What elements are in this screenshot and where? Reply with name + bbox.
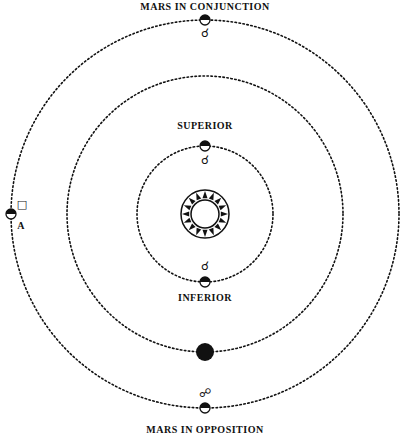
aspect-symbol: ☌ xyxy=(201,260,209,272)
aspect-symbol: ☍ xyxy=(199,387,211,399)
aspect-symbol: ☌ xyxy=(201,154,209,166)
venus-symbol xyxy=(200,277,210,287)
mars-symbol xyxy=(200,15,210,25)
point-letter: A xyxy=(17,221,25,231)
venus-symbol xyxy=(200,141,210,151)
mars-orbit xyxy=(11,20,399,408)
mars-symbol xyxy=(6,209,16,219)
sun-symbol xyxy=(181,190,229,238)
aspect-symbol: □ xyxy=(17,199,27,210)
aspect-symbol: ☌ xyxy=(201,27,209,39)
position-label: SUPERIOR xyxy=(177,121,233,131)
position-label: INFERIOR xyxy=(178,293,232,303)
venus-orbit xyxy=(137,146,273,282)
mars-symbol xyxy=(200,403,210,413)
earth-symbol xyxy=(196,343,214,361)
earth-orbit xyxy=(67,76,343,352)
position-label: MARS IN CONJUNCTION xyxy=(140,2,270,12)
position-label: MARS IN OPPOSITION xyxy=(146,425,263,435)
